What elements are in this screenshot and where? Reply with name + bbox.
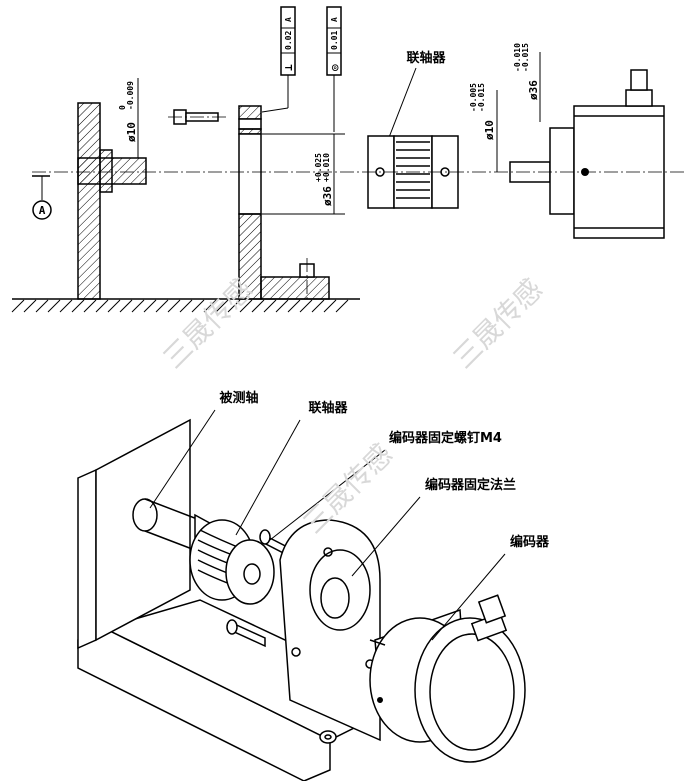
- bracket-base: [260, 276, 330, 300]
- svg-text:-0.009: -0.009: [126, 81, 135, 110]
- watermark: 三晟传感: [157, 272, 260, 375]
- label-coupling-top: 联轴器: [406, 50, 446, 66]
- svg-text:+0.010: +0.010: [322, 153, 331, 182]
- shaft-shoulder: [99, 149, 113, 193]
- shaft-dia-dim: ø10: [125, 122, 138, 142]
- label-encoder: 编码器: [510, 534, 550, 550]
- svg-text:-0.005: -0.005: [469, 83, 478, 112]
- isometric-view: 被测轴 联轴器 编码器固定螺钉M4 编码器固定法兰 编码器: [77, 390, 550, 781]
- coupling-iso: [189, 513, 275, 605]
- encoder-iso: [369, 594, 526, 763]
- svg-text:A: A: [284, 17, 293, 22]
- bracket-bore: [238, 133, 262, 215]
- svg-text:◎: ◎: [328, 64, 341, 71]
- datum-circle: [32, 200, 52, 220]
- svg-text:+0.025: +0.025: [314, 153, 323, 182]
- svg-text:⊥: ⊥: [282, 64, 295, 71]
- perpendicularity-frame: A 0.02 ⊥: [261, 6, 296, 113]
- bore-dia-dim: ø36: [321, 186, 334, 206]
- label-shaft: 被测轴: [218, 390, 258, 406]
- svg-text:0: 0: [118, 105, 127, 110]
- watermark: 三晟传感: [447, 272, 550, 375]
- datum-label: A: [39, 204, 46, 217]
- svg-text:A: A: [330, 17, 339, 22]
- svg-text:-0.010: -0.010: [513, 43, 522, 72]
- back-wall-edge: [77, 468, 97, 650]
- ground-hatch: [11, 299, 349, 313]
- svg-text:0.02: 0.02: [284, 31, 293, 50]
- svg-text:-0.015: -0.015: [521, 43, 530, 72]
- shaft-end: [132, 498, 158, 532]
- left-wall-section: [77, 102, 101, 300]
- flange-bracket-iso: [279, 519, 381, 744]
- section-view: A ø10 0 -0.009 A 0.02 ⊥: [11, 6, 684, 313]
- svg-text:-0.015: -0.015: [477, 83, 486, 112]
- enc-shaft-dia-dim: ø10: [483, 120, 496, 140]
- label-coupling-bottom: 联轴器: [308, 400, 348, 416]
- concentricity-frame: A 0.01 ◎: [326, 6, 342, 132]
- label-flange: 编码器固定法兰: [425, 477, 516, 493]
- svg-text:0.01: 0.01: [330, 31, 339, 50]
- enc-spigot-dia-dim: ø36: [527, 80, 540, 100]
- label-screw: 编码器固定螺钉M4: [389, 430, 502, 446]
- bracket-lower: [238, 213, 262, 300]
